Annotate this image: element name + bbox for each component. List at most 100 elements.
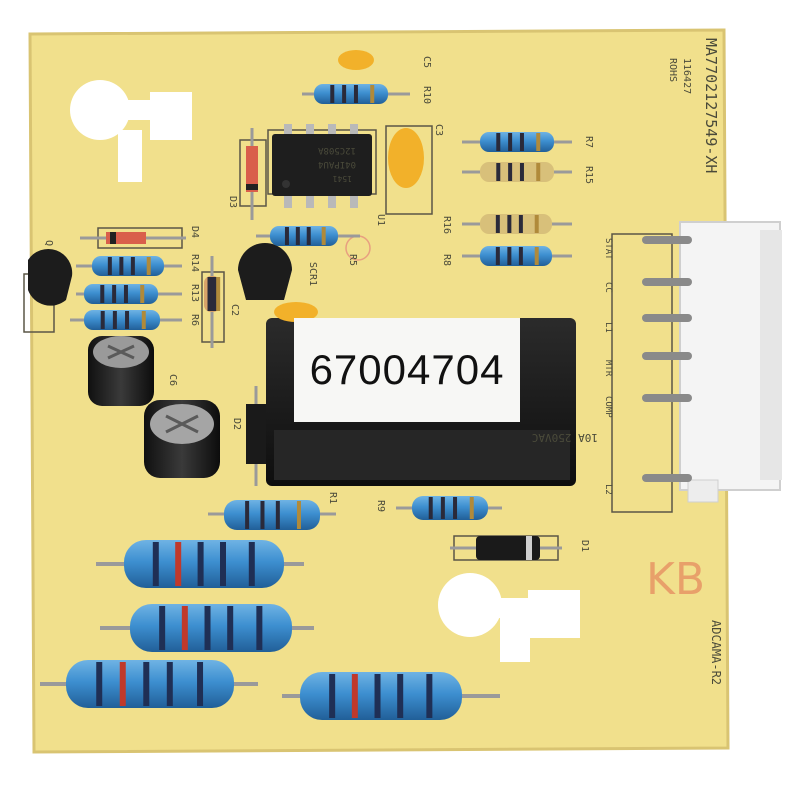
resistor-band [295, 227, 300, 245]
resistor-band [536, 133, 541, 151]
code-text: 116427 [681, 58, 692, 94]
resistor-band [330, 85, 335, 103]
part-number-sticker-text: 67004704 [309, 346, 505, 393]
resistor-band [397, 674, 404, 718]
resistor-band [159, 606, 166, 650]
resistor-band [141, 311, 146, 329]
label-r7: R7 [583, 136, 594, 148]
resistor-r16 [462, 214, 572, 234]
resistor-band [306, 227, 311, 245]
resistor-band [119, 662, 126, 706]
label-r10: R10 [421, 86, 432, 104]
diode-d1 [450, 536, 562, 560]
resistor-band [534, 247, 539, 265]
resistors [70, 84, 572, 530]
resistor-band [143, 662, 150, 706]
transistor-scr1 [238, 243, 292, 300]
resistor-band [125, 311, 130, 329]
electrolytic-capacitor-1 [88, 336, 154, 406]
resistor-band [351, 674, 358, 718]
resistor-band [119, 257, 124, 275]
capacitor-c5 [338, 50, 374, 70]
resistor-band [508, 133, 513, 151]
resistor-band [220, 542, 226, 586]
pin-label-cc: CC [603, 282, 613, 293]
label-d2: D2 [231, 418, 242, 430]
label-c6: C6 [167, 374, 178, 386]
resistor-band [245, 501, 250, 529]
resistor-band [519, 133, 524, 151]
label-d1: D1 [579, 540, 590, 552]
resistor-band [495, 247, 500, 265]
resistor-band [166, 662, 173, 706]
power-resistor-4 [282, 672, 500, 720]
silkscreen-text: MA7702127549-XH 116427 ROHS ADCAMA-R2 KB… [43, 38, 723, 685]
resistor-r10 [302, 84, 410, 104]
resistor-r5 [256, 226, 360, 246]
resistor-band [181, 606, 188, 650]
resistor-r7 [462, 132, 572, 152]
resistor-band [453, 497, 458, 519]
resistor-r13 [76, 284, 182, 304]
resistor-r8 [462, 246, 572, 266]
resistor-band [112, 285, 117, 303]
electrolytic-capacitor-2 [144, 400, 220, 478]
resistor-band [534, 215, 539, 233]
resistor-band [321, 227, 326, 245]
power-resistors [40, 540, 500, 720]
relay-rating-text: 10A 250VAC [532, 431, 598, 444]
resistor-band [284, 227, 289, 245]
resistor-band [112, 311, 117, 329]
pin-label-l2: L2 [603, 484, 613, 495]
pin-label-mtr: MTR [603, 360, 613, 377]
resistor-band [342, 85, 347, 103]
resistor-band [519, 163, 524, 181]
resistor-band [210, 277, 215, 311]
resistor-band [100, 285, 105, 303]
label-d3: D3 [227, 196, 238, 208]
resistor-band [96, 662, 103, 706]
resistor-r15 [462, 162, 572, 182]
ic-marking-2: 04IPAU4 [318, 159, 356, 169]
power-resistor-1 [96, 540, 304, 588]
label-r6: R6 [189, 314, 200, 326]
resistor-band [536, 163, 541, 181]
diode-d4 [80, 232, 186, 244]
pin-label-comp: COMP [603, 396, 613, 418]
resistor-band [518, 215, 523, 233]
label-r8: R8 [441, 254, 452, 266]
resistor-band [428, 497, 433, 519]
resistor-band [130, 257, 135, 275]
resistor-band [353, 85, 358, 103]
resistor-band [296, 501, 301, 529]
power-resistor-3 [40, 660, 258, 708]
resistor-band [140, 285, 145, 303]
ic-marking-1: 12C508A [317, 145, 356, 155]
resistor-band [152, 542, 159, 586]
resistor-band [212, 277, 217, 311]
label-r9: R9 [375, 500, 386, 512]
label-c5: C5 [421, 56, 432, 68]
diode-d2 [246, 386, 266, 486]
resistor-band [146, 257, 151, 275]
label-r5: R5 [347, 254, 358, 266]
label-u1: U1 [375, 214, 386, 226]
resistor-band [329, 674, 336, 718]
resistor-band [518, 247, 523, 265]
label-r1: R1 [327, 492, 338, 504]
rohs-text: ROHS [667, 58, 678, 82]
part-number-text: MA7702127549-XH [702, 38, 720, 173]
resistor-band [496, 133, 501, 151]
resistor-band [440, 497, 445, 519]
resistor-band [508, 163, 513, 181]
label-r15: R15 [583, 166, 594, 184]
part-number-sticker: 67004704 [294, 318, 520, 422]
resistor-band [275, 501, 280, 529]
label-c2: C2 [229, 304, 240, 316]
resistor-band [469, 497, 474, 519]
label-r16: R16 [441, 216, 452, 234]
resistor-r14 [76, 256, 182, 276]
resistor-band [175, 542, 182, 586]
pin-label-l1: L1 [603, 322, 613, 333]
resistor-band [227, 606, 234, 650]
